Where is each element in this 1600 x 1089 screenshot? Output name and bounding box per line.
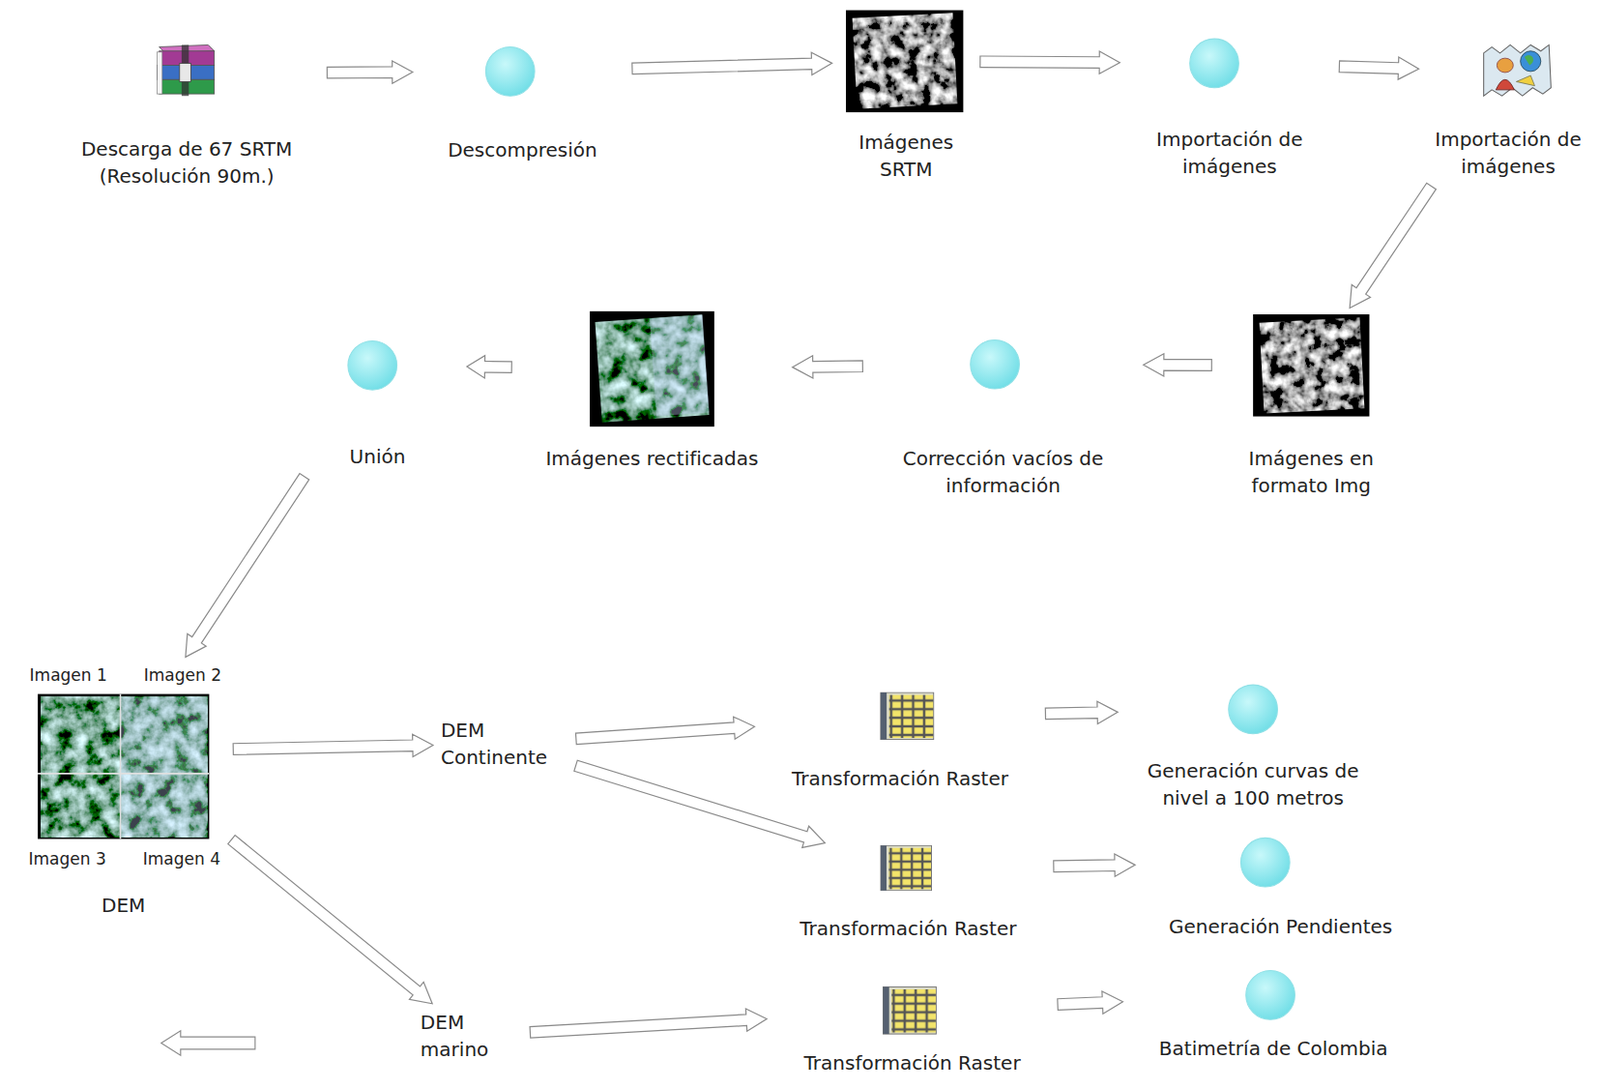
process-node: Imágenes en formato Img <box>1219 314 1403 499</box>
process-circle <box>1240 837 1290 887</box>
process-node: Generación Pendientes <box>1142 838 1419 940</box>
block-arrow <box>1045 700 1118 724</box>
process-node: Descarga de 67 SRTM (Resolución 90m.) <box>54 42 320 190</box>
image-label: Imagen 3 <box>29 847 107 870</box>
block-arrow <box>980 51 1120 74</box>
process-node: Generación curvas de nivel a 100 metros <box>1125 684 1381 812</box>
node-text: Descarga de 67 SRTM (Resolución 90m.) <box>54 135 320 190</box>
process-node: Imágenes rectificadas <box>519 311 785 472</box>
block-arrow <box>529 1008 767 1038</box>
node-text: Imágenes rectificadas <box>519 444 785 472</box>
block-arrow <box>1338 57 1419 80</box>
node-text: Corrección vacíos de información <box>870 444 1135 499</box>
node-text: Unión <box>295 442 460 470</box>
image-label: Imagen 2 <box>144 664 222 686</box>
process-node: Transformación Raster <box>774 986 1050 1077</box>
rectified-image <box>589 311 715 427</box>
import-icon <box>1483 44 1552 96</box>
node-text: Imágenes SRTM <box>840 128 973 183</box>
node-text: Transformación Raster <box>770 914 1047 942</box>
process-node: Importación de imágenes <box>1127 38 1332 180</box>
block-arrow <box>185 473 310 658</box>
node-text: Batimetría de Colombia <box>1130 1034 1417 1062</box>
raster-icon <box>880 692 934 740</box>
srtm-image <box>845 10 963 114</box>
raster-icon <box>883 986 937 1034</box>
image-label: Imagen 1 <box>29 664 108 686</box>
process-node: Transformación Raster <box>761 692 1038 792</box>
node-text: DEM Continente <box>440 716 569 771</box>
process-node: DEM marino <box>420 1008 524 1063</box>
process-node: Corrección vacíos de información <box>870 339 1135 499</box>
block-arrow <box>161 1030 256 1055</box>
process-node: Batimetría de Colombia <box>1130 970 1417 1062</box>
block-arrow <box>1053 853 1135 876</box>
node-text: Imágenes en formato Img <box>1219 444 1403 499</box>
block-arrow <box>1057 990 1124 1014</box>
process-node: Transformación Raster <box>770 844 1047 942</box>
process-node: Unión <box>295 341 460 471</box>
block-arrow <box>632 52 833 75</box>
process-node: Imágenes SRTM <box>840 10 973 183</box>
block-arrow <box>575 716 755 745</box>
process-circles <box>348 38 1295 1019</box>
raster-icon <box>880 844 931 890</box>
process-node: Importación de imágenes <box>1426 42 1591 179</box>
node-text: Generación curvas de nivel a 100 metros <box>1125 756 1381 812</box>
process-circle <box>1246 970 1296 1020</box>
process-circle <box>485 47 535 97</box>
block-arrow <box>1349 182 1436 308</box>
process-circle <box>1190 38 1240 88</box>
img-image <box>1252 314 1369 417</box>
process-node: DEM <box>21 663 226 919</box>
block-arrow <box>792 355 864 379</box>
dem-mosaic <box>37 694 209 840</box>
block-arrow <box>466 355 512 379</box>
archive-icon <box>157 44 215 96</box>
image-label: Imagen 4 <box>143 847 221 870</box>
node-text: Descompresión <box>420 136 625 164</box>
node-text: DEM <box>21 891 226 919</box>
block-arrow <box>228 835 433 1004</box>
process-node: Descompresión <box>420 47 625 165</box>
node-text: Importación de imágenes <box>1127 125 1332 180</box>
process-circle <box>970 339 1020 389</box>
block-arrow <box>574 759 826 847</box>
node-text: Transformación Raster <box>774 1048 1050 1077</box>
process-node: DEM Continente <box>440 716 569 771</box>
block-arrow <box>1143 353 1213 377</box>
process-circle <box>1228 684 1279 734</box>
node-text: DEM marino <box>420 1008 524 1063</box>
block-arrow <box>232 733 434 757</box>
block-arrow <box>326 60 413 84</box>
process-circle <box>348 340 398 390</box>
node-text: Transformación Raster <box>761 764 1038 792</box>
node-text: Generación Pendientes <box>1142 912 1419 940</box>
node-text: Importación de imágenes <box>1426 125 1591 180</box>
